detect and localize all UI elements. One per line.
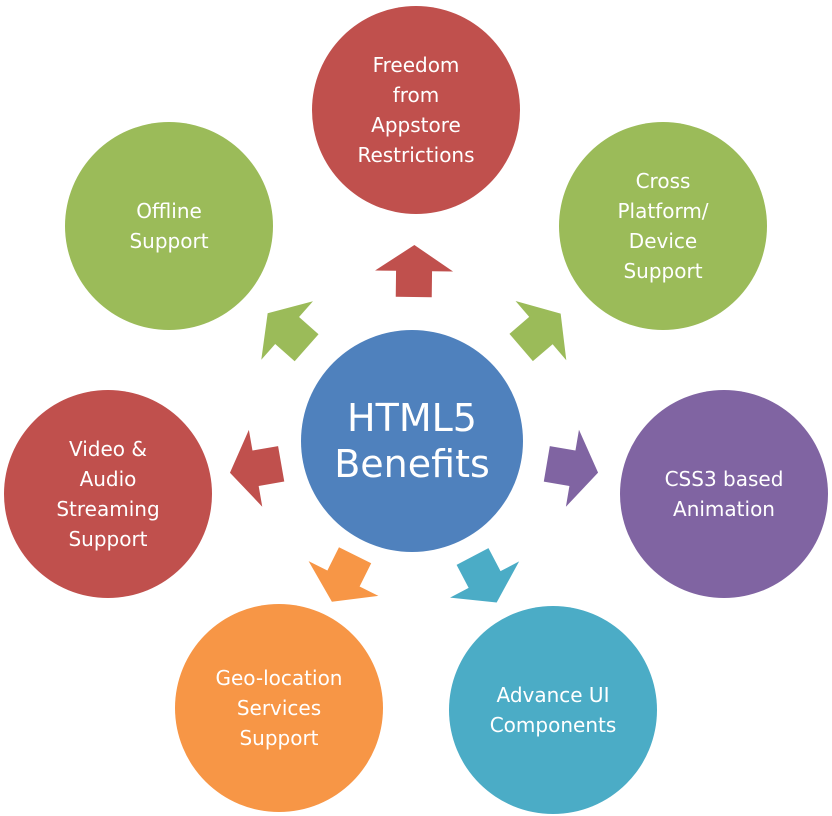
css3-arrow-icon bbox=[543, 429, 599, 507]
css3-label: CSS3 based Animation bbox=[664, 467, 784, 521]
advance-ui-label: Advance UI Components bbox=[489, 683, 617, 737]
video-audio-circle bbox=[4, 390, 212, 598]
freedom-circle bbox=[312, 6, 520, 214]
cross-platform-arrow-icon bbox=[509, 300, 567, 362]
center-label: HTML5 Benefits bbox=[334, 396, 490, 486]
freedom-arrow-icon bbox=[375, 245, 454, 298]
offline-circle bbox=[65, 122, 273, 330]
advance-ui-circle bbox=[449, 606, 657, 814]
video-audio-label: Video & Audio Streaming Support bbox=[56, 437, 160, 551]
freedom-label: Freedom from Appstore Restrictions bbox=[357, 53, 475, 167]
video-audio-arrow-icon bbox=[229, 429, 285, 507]
offline-arrow-icon bbox=[261, 301, 319, 362]
geo-location-circle bbox=[175, 604, 383, 812]
advance-ui-arrow-icon bbox=[450, 548, 520, 603]
geo-location-arrow-icon bbox=[308, 547, 379, 602]
geo-location-label: Geo-location Services Support bbox=[215, 666, 343, 750]
center-circle bbox=[301, 330, 523, 552]
offline-label: Offline Support bbox=[129, 199, 209, 253]
cross-platform-label: Cross Platform/ Device Support bbox=[617, 169, 709, 283]
cross-platform-circle bbox=[559, 122, 767, 330]
css3-circle bbox=[620, 390, 828, 598]
